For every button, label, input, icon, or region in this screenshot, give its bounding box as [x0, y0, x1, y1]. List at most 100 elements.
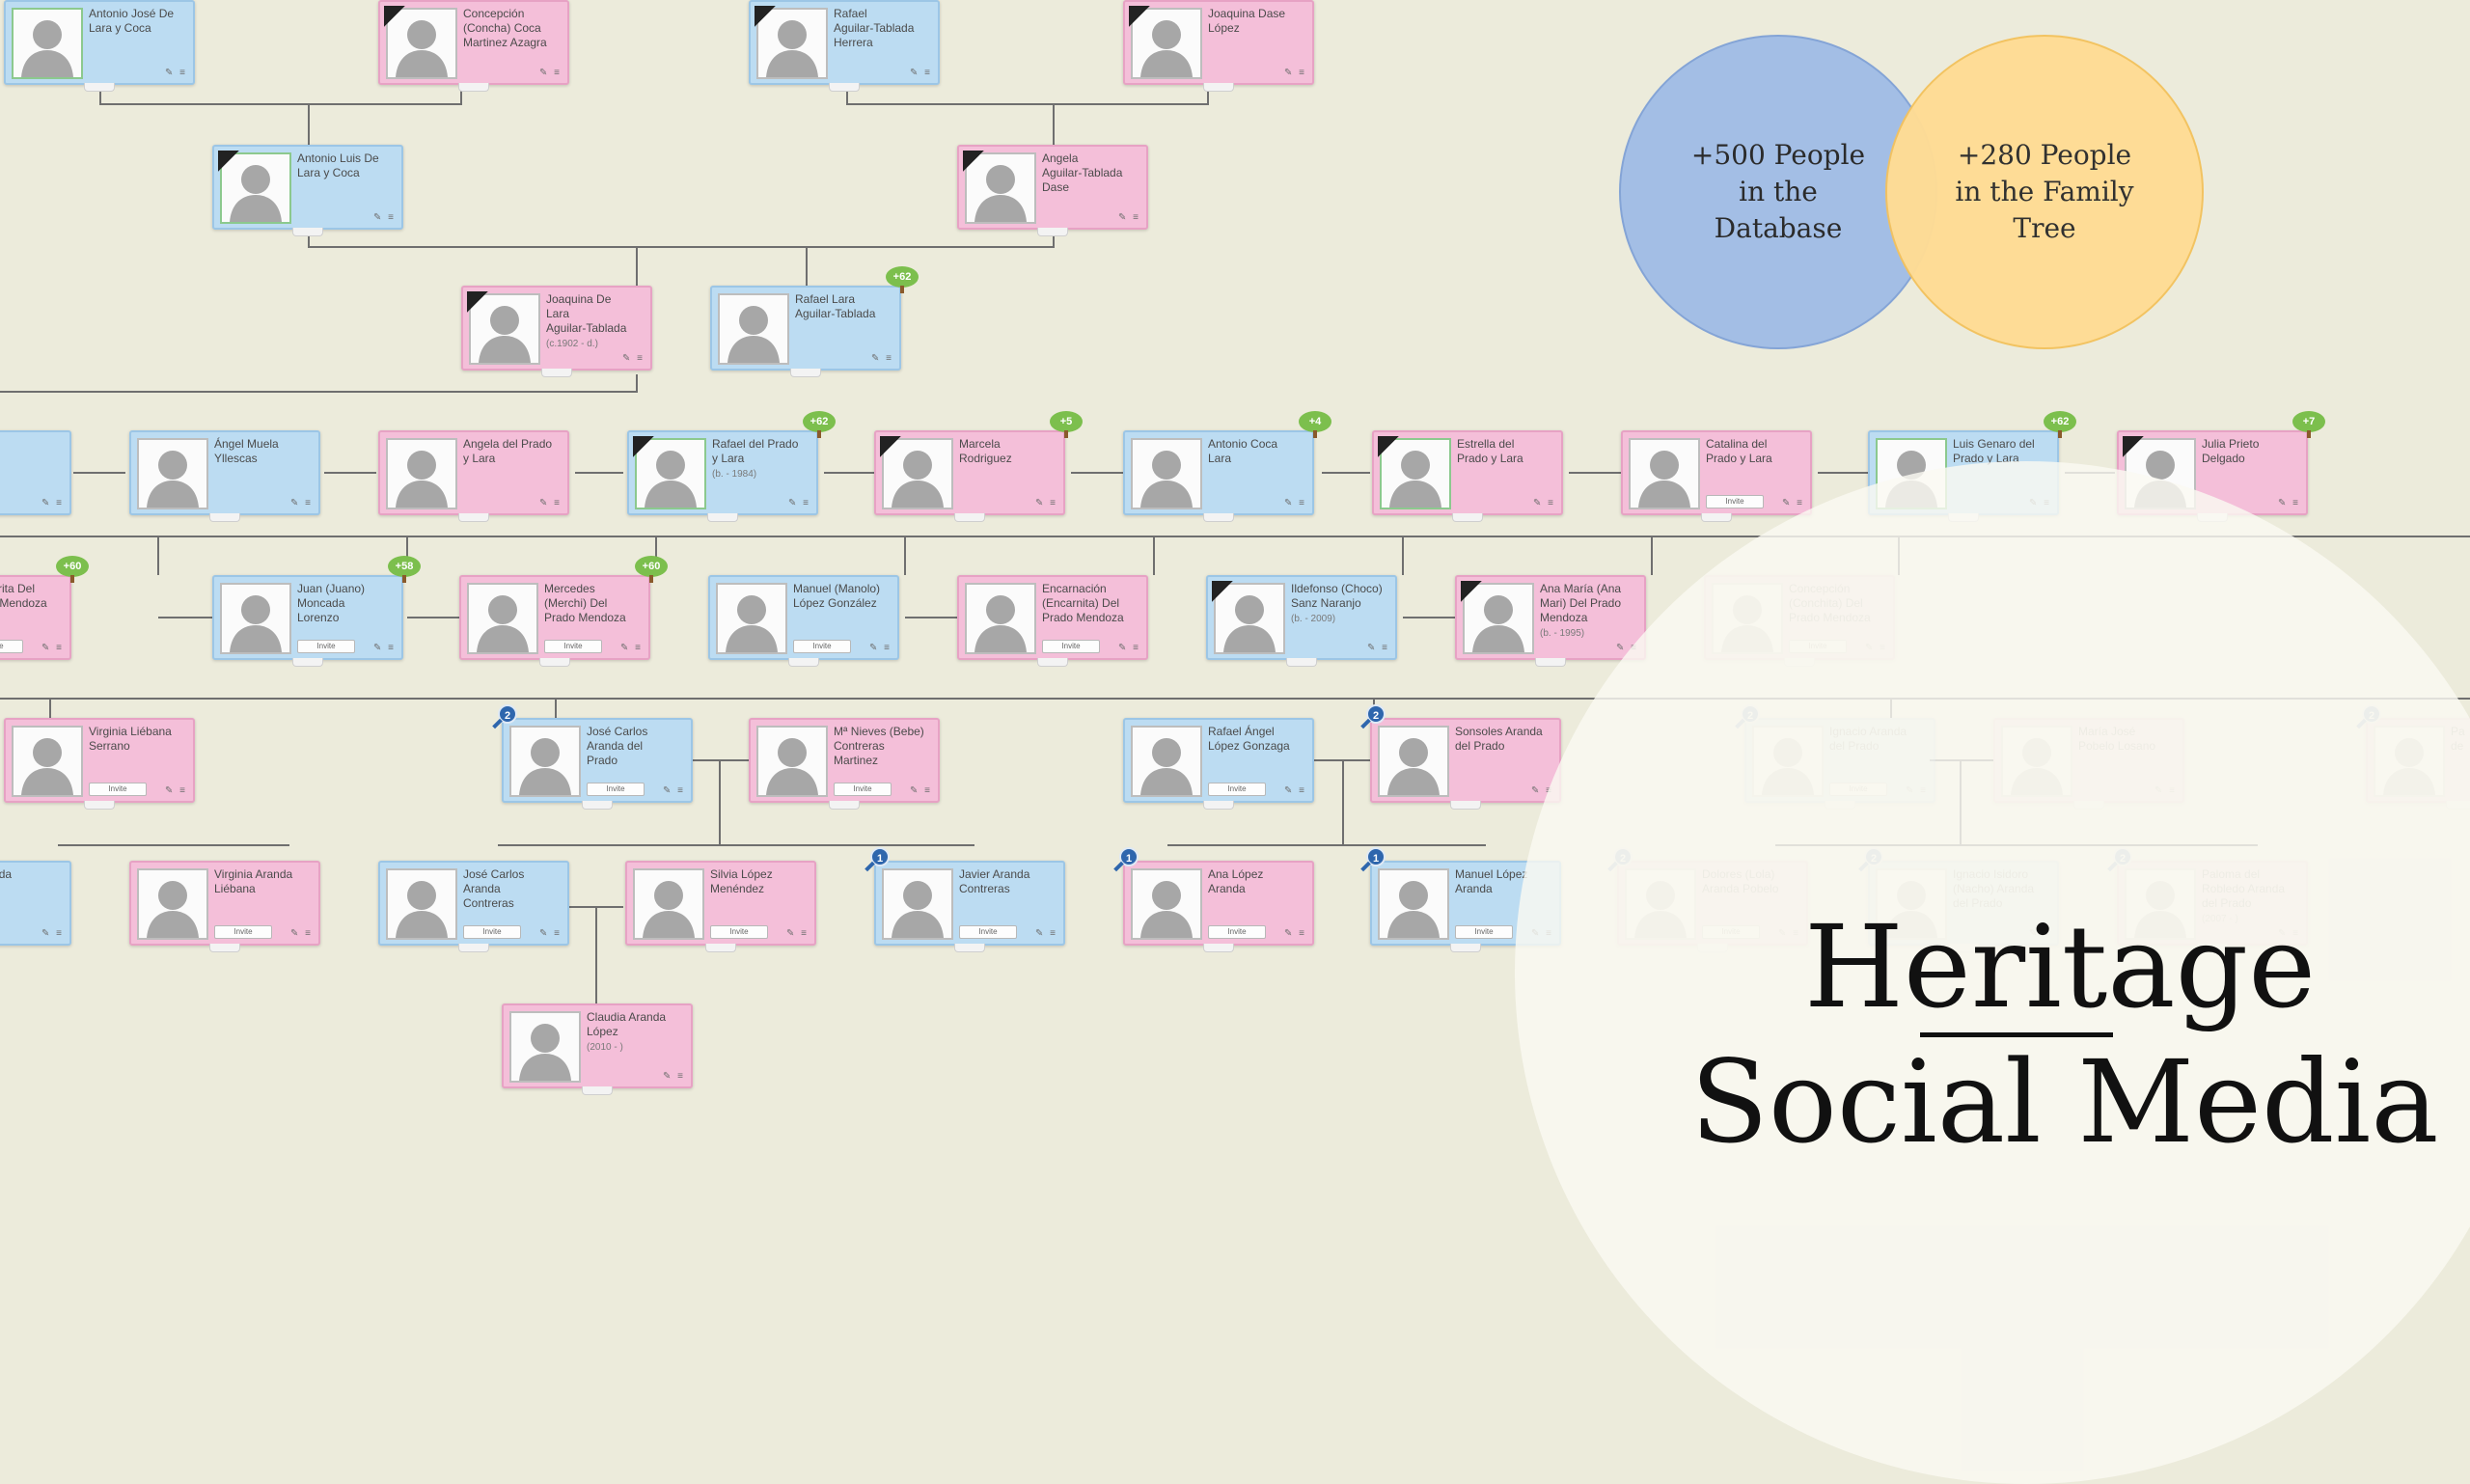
invite-button[interactable]: Invite — [89, 783, 147, 796]
tree-matches-icon[interactable]: +62 — [886, 266, 919, 293]
person-name[interactable]: Ildefonso (Choco) Sanz Naranjo(b. - 2009… — [1291, 582, 1389, 626]
expand-tab[interactable] — [84, 83, 115, 92]
person-avatar[interactable] — [220, 583, 291, 654]
edit-tools-icon[interactable]: ✎ ≡ — [871, 353, 893, 364]
edit-tools-icon[interactable]: ✎ ≡ — [620, 643, 643, 653]
person-card[interactable]: Rafael Aguilar-Tablada Herrera ✎ ≡ — [749, 0, 940, 92]
person-name[interactable]: Angela Aguilar-Tablada Dase — [1042, 151, 1123, 194]
person-name[interactable]: Estrella del Prado y Lara — [1457, 437, 1523, 465]
expand-tab[interactable] — [1286, 658, 1317, 667]
edit-tools-icon[interactable]: ✎ ≡ — [41, 928, 64, 939]
edit-tools-icon[interactable]: ✎ ≡ — [1531, 785, 1553, 796]
edit-tools-icon[interactable]: ✎ ≡ — [1284, 785, 1306, 796]
expand-tab[interactable] — [1450, 944, 1481, 952]
person-avatar[interactable] — [882, 438, 953, 509]
expand-tab[interactable] — [1203, 83, 1234, 92]
person-name[interactable]: José Carlos Aranda del Prado — [587, 725, 648, 767]
edit-tools-icon[interactable]: ✎ ≡ — [290, 498, 313, 508]
edit-tools-icon[interactable]: ✎ ≡ — [1035, 498, 1057, 508]
person-card[interactable]: Claudia Aranda López(2010 - )✎ ≡ — [502, 1003, 693, 1095]
record-matches-icon[interactable]: 1 — [864, 847, 893, 876]
invite-button[interactable]: Invite — [793, 640, 851, 653]
person-card[interactable]: Joaquina Dase López✎ ≡ — [1123, 0, 1314, 92]
person-name[interactable]: Rafael Ángel López Gonzaga — [1208, 725, 1290, 753]
person-name[interactable]: Encarnación (Encarnita) Del Prado Mendoz… — [1042, 582, 1124, 624]
person-name[interactable]: in del y Lara — [0, 437, 64, 466]
person-avatar[interactable] — [756, 8, 828, 79]
person-card[interactable]: Ildefonso (Choco) Sanz Naranjo(b. - 2009… — [1206, 575, 1397, 667]
expand-tab[interactable] — [209, 513, 240, 522]
edit-tools-icon[interactable]: ✎ ≡ — [1533, 498, 1555, 508]
person-avatar[interactable] — [1131, 438, 1202, 509]
person-name[interactable]: Margarita Del Prado Mendoza — [0, 582, 47, 610]
invite-button[interactable]: Invite — [710, 925, 768, 939]
person-name[interactable]: Sonsoles Aranda del Prado — [1455, 725, 1543, 753]
invite-button[interactable]: Invite — [834, 783, 892, 796]
edit-tools-icon[interactable]: ✎ ≡ — [41, 643, 64, 653]
edit-tools-icon[interactable]: ✎ ≡ — [663, 785, 685, 796]
edit-tools-icon[interactable]: ✎ ≡ — [910, 68, 932, 78]
expand-tab[interactable] — [539, 658, 570, 667]
person-avatar[interactable] — [756, 726, 828, 797]
person-name[interactable]: Silvia López Menéndez — [710, 867, 773, 895]
person-avatar[interactable] — [386, 868, 457, 940]
person-avatar[interactable] — [718, 293, 789, 365]
person-card[interactable]: o Aranda me✎ ≡ — [0, 861, 71, 946]
edit-tools-icon[interactable]: ✎ ≡ — [539, 498, 562, 508]
expand-tab[interactable] — [788, 658, 819, 667]
edit-tools-icon[interactable]: ✎ ≡ — [1118, 212, 1140, 223]
expand-tab[interactable] — [954, 513, 985, 522]
expand-tab[interactable] — [1037, 228, 1068, 236]
edit-tools-icon[interactable]: ✎ ≡ — [539, 928, 562, 939]
person-avatar[interactable] — [137, 438, 208, 509]
person-name[interactable]: Manuel (Manolo) López González — [793, 582, 881, 610]
person-avatar[interactable] — [965, 583, 1036, 654]
expand-tab[interactable] — [458, 513, 489, 522]
invite-button[interactable]: Invite — [0, 640, 23, 653]
expand-tab[interactable] — [1701, 513, 1732, 522]
expand-tab[interactable] — [209, 944, 240, 952]
expand-tab[interactable] — [790, 369, 821, 377]
record-matches-icon[interactable]: 1 — [1360, 847, 1389, 876]
person-name[interactable]: Antonio José De Lara y Coca — [89, 7, 175, 35]
expand-tab[interactable] — [458, 83, 489, 92]
person-name[interactable]: Catalina del Prado y Lara — [1706, 437, 1772, 465]
edit-tools-icon[interactable]: ✎ ≡ — [1284, 68, 1306, 78]
person-name[interactable]: José Carlos Aranda Contreras — [463, 867, 525, 910]
person-avatar[interactable] — [137, 868, 208, 940]
invite-button[interactable]: Invite — [587, 783, 645, 796]
expand-tab[interactable] — [954, 944, 985, 952]
invite-button[interactable]: Invite — [959, 925, 1017, 939]
person-name[interactable]: Julia Prieto Delgado — [2202, 437, 2260, 465]
person-name[interactable]: Virginia Aranda Liébana — [214, 867, 293, 895]
person-card[interactable]: Marcela Rodriguez✎ ≡+5 — [874, 411, 1083, 522]
expand-tab[interactable] — [582, 1086, 613, 1095]
person-name[interactable]: Angela del Prado y Lara — [463, 437, 553, 465]
expand-tab[interactable] — [829, 801, 860, 810]
tree-matches-icon[interactable]: +62 — [2044, 411, 2076, 438]
person-name[interactable]: Ana López Aranda — [1208, 867, 1264, 895]
person-avatar[interactable] — [509, 726, 581, 797]
invite-button[interactable]: Invite — [1042, 640, 1100, 653]
person-card[interactable]: Encarnación (Encarnita) Del Prado Mendoz… — [957, 575, 1148, 667]
invite-button[interactable]: Invite — [1208, 783, 1266, 796]
person-avatar[interactable] — [716, 583, 787, 654]
tree-matches-icon[interactable]: +58 — [388, 556, 421, 583]
expand-tab[interactable] — [1203, 944, 1234, 952]
expand-tab[interactable] — [705, 944, 736, 952]
person-name[interactable]: Rafael Aguilar-Tablada Herrera — [834, 7, 915, 49]
invite-button[interactable]: Invite — [1208, 925, 1266, 939]
person-card[interactable]: Angela del Prado y Lara ✎ ≡ — [378, 430, 569, 522]
edit-tools-icon[interactable]: ✎ ≡ — [41, 498, 64, 508]
expand-tab[interactable] — [582, 801, 613, 810]
person-avatar[interactable] — [467, 583, 538, 654]
expand-tab[interactable] — [829, 83, 860, 92]
edit-tools-icon[interactable]: ✎ ≡ — [539, 68, 562, 78]
edit-tools-icon[interactable]: ✎ ≡ — [663, 1071, 685, 1082]
person-avatar[interactable] — [12, 8, 83, 79]
